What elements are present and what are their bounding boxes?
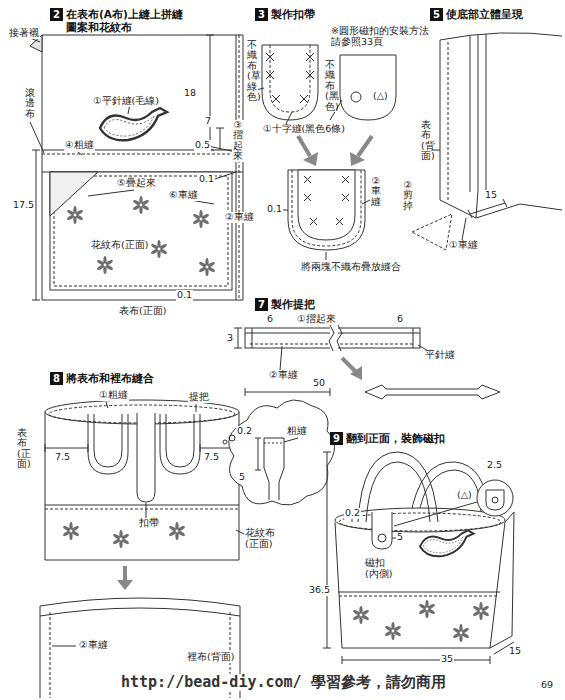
step8-drawing [40, 400, 335, 698]
annotation: 平針縫 [424, 350, 456, 361]
step7-drawing [234, 325, 500, 399]
dimension: 35 [440, 654, 454, 665]
step9-drawing [323, 452, 514, 664]
dimension: 69 [540, 680, 554, 691]
step-heading: 9翻到正面，裝飾磁扣 [330, 432, 445, 445]
annotation: (△) [456, 490, 473, 501]
annotation: 將兩塊不織布疊放縫合 [300, 262, 402, 273]
note: 磁扣(內側) [364, 558, 396, 580]
watermark: http://bead-diy.com/ 學習參考，請勿商用 [120, 674, 447, 691]
step-heading: 7製作提把 [255, 298, 315, 311]
dimension: 2.5 [486, 460, 503, 471]
vertical-label: 不織布(草綠色) [246, 40, 258, 103]
annotation: 接著襯 [8, 28, 40, 39]
vertical-label: ③摺起來 [232, 120, 244, 162]
annotation: ①十字縫(黑色6條) [262, 124, 346, 135]
note: ※圓形磁扣的安裝方法 請參照33頁 [330, 26, 436, 48]
step5-drawing [412, 33, 562, 250]
dimension: 0.2 [344, 508, 361, 519]
annotation: 提把 [188, 392, 210, 403]
annotation: ④粗縫 [64, 140, 95, 151]
step-number: 2 [50, 8, 63, 21]
dimension: 0.1 [176, 290, 193, 301]
step-heading: 2在表布(A布)上縫上拼縫 圖案和花紋布 [50, 8, 194, 34]
step-title: 製作扣帶 [271, 8, 315, 21]
note: 花紋布(正面) [244, 528, 282, 550]
dimension: 50 [312, 378, 326, 389]
step2-drawing [30, 35, 243, 300]
annotation: ⑥車縫 [168, 190, 199, 201]
dimension: 3 [226, 333, 234, 344]
annotation: ①摺起來 [296, 314, 337, 325]
step-title: 製作提把 [271, 298, 315, 311]
dimension: 15 [484, 190, 498, 201]
annotation: 花紋布(正面) [90, 240, 149, 251]
vertical-label: ②剪掉 [402, 180, 414, 211]
step-title: 使底部立體呈現 [446, 8, 523, 21]
vertical-label: ②車縫 [370, 176, 382, 207]
step-number: 9 [330, 432, 343, 445]
annotation: ②車縫 [224, 212, 255, 223]
dimension: 18 [183, 88, 197, 99]
step-title: 在表布(A布)上縫上拼縫 圖案和花紋布 [66, 8, 194, 34]
annotation: ②車縫 [78, 640, 109, 651]
step-number: 8 [50, 372, 63, 385]
dimension: 6 [396, 314, 404, 325]
step-heading: 5使底部立體呈現 [430, 8, 523, 21]
annotation: 粗縫 [286, 426, 308, 437]
dimension: 0.2 [236, 426, 253, 437]
annotation: ①粗縫 [98, 390, 129, 401]
annotation: 表布(正面) [118, 306, 167, 317]
step-number: 3 [255, 8, 268, 21]
annotation: ②車縫 [268, 370, 299, 381]
step-heading: 3製作扣帶 [255, 8, 315, 21]
dimension: 36.5 [308, 585, 331, 596]
dimension: 5 [396, 532, 404, 543]
step-number: 5 [430, 8, 443, 21]
vertical-label: 不織布(黑色) [324, 60, 336, 112]
vertical-label: 表布(背面) [420, 120, 432, 162]
vertical-label: 表布(正面) [16, 428, 28, 470]
annotation: (△) [372, 91, 389, 102]
dimension: 7.5 [54, 452, 71, 463]
step-number: 7 [255, 298, 268, 311]
annotation: ⑤疊起來 [116, 178, 157, 189]
dimension: 0.5 [194, 140, 211, 151]
annotation: 裡布(背面) [186, 652, 235, 663]
annotation: 扣帶 [138, 518, 160, 529]
dimension: 0.1 [198, 174, 215, 185]
dimension: 6 [266, 314, 274, 325]
dimension: 15 [508, 646, 522, 657]
step-title: 將表布和裡布縫合 [66, 372, 154, 385]
step-title: 翻到正面，裝飾磁扣 [346, 432, 445, 445]
vertical-label: 滾邊布 [24, 88, 36, 119]
step3-drawing [256, 45, 396, 260]
dimension: 0.1 [266, 204, 283, 215]
dimension: 5 [238, 472, 246, 483]
step-heading: 8將表布和裡布縫合 [50, 372, 154, 385]
dimension: 7 [204, 116, 212, 127]
annotation: ①車縫 [448, 240, 479, 251]
dimension: 17.5 [12, 200, 35, 211]
dimension: 7.5 [203, 452, 220, 463]
annotation: ①平針縫(毛線) [92, 96, 160, 107]
